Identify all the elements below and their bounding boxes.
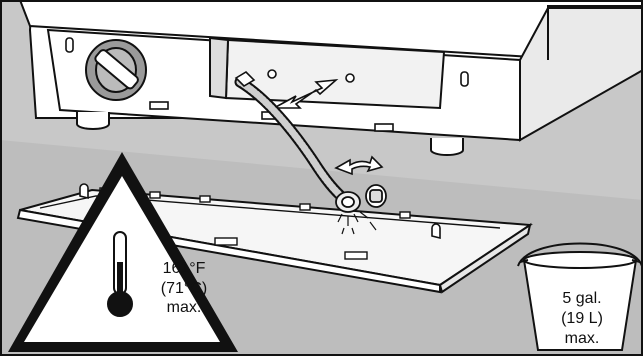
max-temp-celsius: (71°C)	[161, 280, 207, 297]
max-temp-max-label: max.	[167, 299, 202, 316]
max-temp-fahrenheit: 161°F	[163, 260, 206, 277]
bucket-capacity-gallons: 5 gal.	[562, 290, 601, 307]
bucket-max-label: max.	[565, 330, 600, 347]
bucket-capacity-liters: (19 L)	[561, 310, 603, 327]
filter-knob-icon	[86, 40, 146, 100]
